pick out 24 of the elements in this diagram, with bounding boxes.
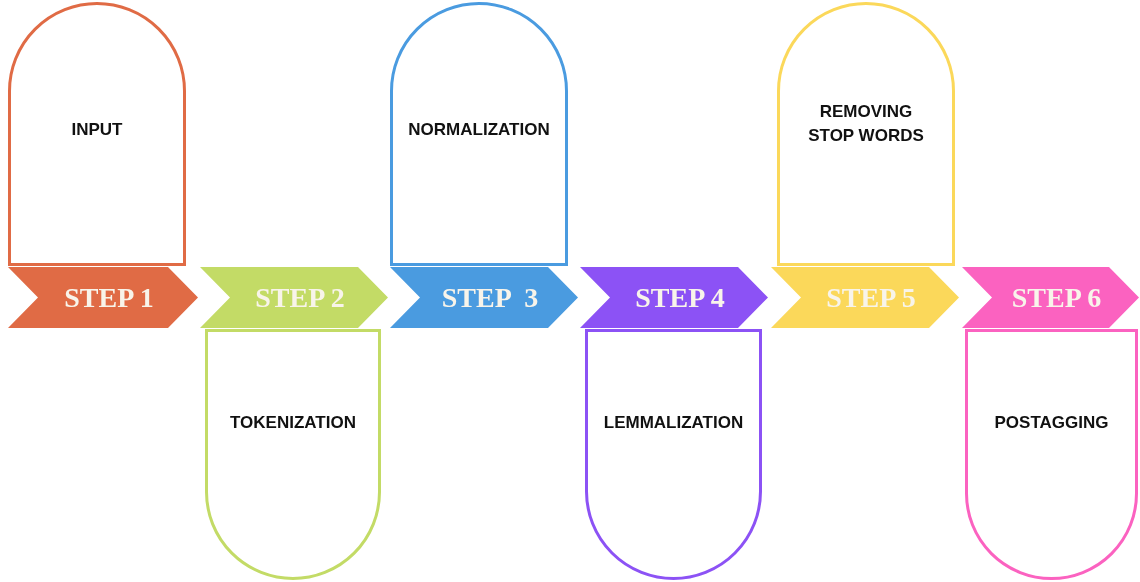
step-ribbon <box>580 267 768 328</box>
arch-box <box>205 329 381 580</box>
step-ribbon <box>8 267 198 328</box>
step-label: REMOVING STOP WORDS <box>807 101 925 147</box>
arch-box <box>777 2 955 266</box>
step-number: STEP 3 <box>440 281 540 314</box>
step-label: NORMALIZATION <box>407 119 551 141</box>
step-ribbon <box>200 267 388 328</box>
step-label: POSTAGGING <box>993 412 1110 434</box>
step-number: STEP 2 <box>254 281 346 314</box>
arch-box <box>8 2 186 266</box>
step-label: TOKENIZATION <box>229 412 357 434</box>
step-ribbon <box>771 267 959 328</box>
step-number: STEP 6 <box>1010 281 1103 314</box>
step-number: STEP 5 <box>825 281 917 314</box>
step-number: STEP 4 <box>634 281 726 314</box>
step-number: STEP 1 <box>63 281 155 314</box>
arch-box <box>585 329 762 580</box>
step-label: INPUT <box>70 119 124 141</box>
step-label: LEMMALIZATION <box>602 412 745 434</box>
step-ribbon <box>390 267 578 328</box>
arch-box <box>965 329 1138 580</box>
step-ribbon <box>962 267 1139 328</box>
arch-box <box>390 2 568 266</box>
